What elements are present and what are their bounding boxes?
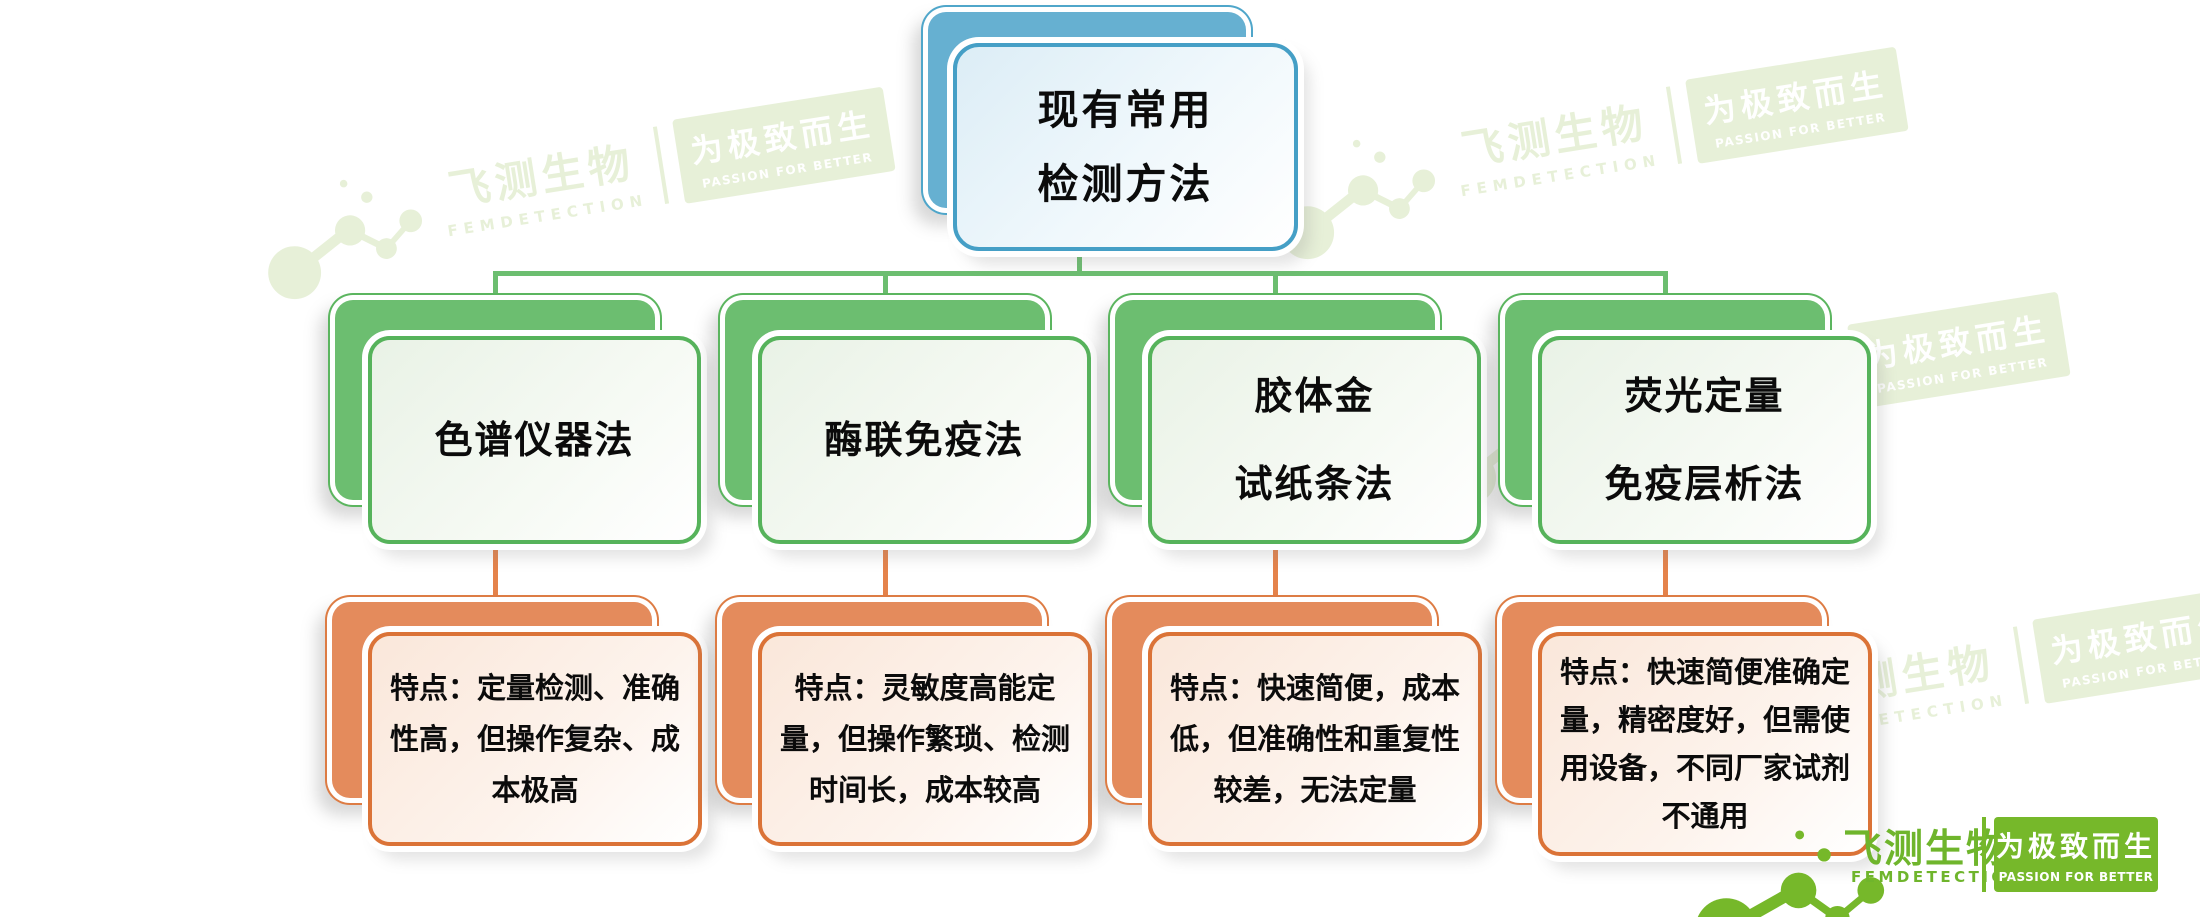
watermark-slogan-box: 为极致而生 PASSION FOR BETTER bbox=[1684, 46, 1909, 164]
method-label: 胶体金 试纸条法 bbox=[1234, 374, 1395, 506]
diagram-title: 现有常用 检测方法 bbox=[1037, 86, 1214, 208]
connector-horizontal-bar bbox=[493, 271, 1668, 276]
method-node-box: 胶体金 试纸条法 bbox=[1148, 336, 1481, 544]
method-node-box: 酶联免疫法 bbox=[758, 336, 1091, 544]
connector-feature-4 bbox=[1663, 537, 1668, 605]
connector-feature-3 bbox=[1273, 537, 1278, 605]
watermark-divider bbox=[652, 125, 669, 204]
feature-text: 特点：灵敏度高能定量，但操作繁琐、检测时间长，成本较高 bbox=[779, 670, 1070, 807]
feature-node-box: 特点：快速简便，成本低，但准确性和重复性较差，无法定量 bbox=[1148, 632, 1482, 846]
feature-node-box: 特点：快速简便准确定量，精密度好，但需使用设备，不同厂家试剂不通用 bbox=[1538, 632, 1872, 856]
feature-text: 特点：定量检测、准确性高，但操作复杂、成本极高 bbox=[389, 670, 680, 807]
watermark-slogan-box: 为极致而生 PASSION FOR BETTER bbox=[2031, 586, 2200, 704]
method-label: 荧光定量 免疫层析法 bbox=[1604, 374, 1805, 506]
method-node-box: 荧光定量 免疫层析法 bbox=[1538, 336, 1871, 544]
molecule-icon bbox=[1697, 830, 1885, 917]
connector-drop-3 bbox=[1273, 271, 1278, 303]
watermark-divider bbox=[1665, 85, 1682, 164]
brand-slogan-en: PASSION FOR BETTER bbox=[1998, 870, 2154, 884]
method-label: 酶联免疫法 bbox=[824, 418, 1025, 462]
brand-divider bbox=[1982, 817, 1986, 892]
feature-node-box: 特点：定量检测、准确性高，但操作复杂、成本极高 bbox=[368, 632, 702, 846]
watermark-brand-name: 飞测生物 FEMDETECTION bbox=[1449, 87, 1662, 200]
connector-drop-4 bbox=[1663, 271, 1668, 303]
brand-name-cn: 飞测生物 bbox=[1843, 827, 2008, 872]
molecule-icon bbox=[268, 179, 423, 300]
brand-slogan-cn: 为极致而生 bbox=[1995, 830, 2156, 863]
connector-title-stem bbox=[1077, 240, 1082, 276]
feature-text: 特点：快速简便，成本低，但准确性和重复性较差，无法定量 bbox=[1169, 670, 1460, 807]
connector-feature-1 bbox=[493, 537, 498, 605]
watermark-divider bbox=[2012, 625, 2029, 704]
feature-text: 特点：快速简便准确定量，精密度好，但需使用设备，不同厂家试剂不通用 bbox=[1559, 655, 1850, 833]
brand-watermark: 飞测生物 FEMDETECTION 为极致而生 PASSION FOR BETT… bbox=[246, 46, 902, 311]
title-node-box: 现有常用 检测方法 bbox=[953, 43, 1298, 251]
method-label: 色谱仪器法 bbox=[434, 418, 635, 462]
watermark-slogan-box: 为极致而生 PASSION FOR BETTER bbox=[1846, 291, 2071, 409]
watermark-slogan-box: 为极致而生 PASSION FOR BETTER bbox=[671, 86, 896, 204]
method-node-box: 色谱仪器法 bbox=[368, 336, 701, 544]
watermark-brand-name: 飞测生物 FEMDETECTION bbox=[436, 127, 649, 240]
feature-node-box: 特点：灵敏度高能定量，但操作繁琐、检测时间长，成本较高 bbox=[758, 632, 1092, 846]
brand-watermark: 飞测生物 FEMDETECTION 为极致而生 PASSION FOR BETT… bbox=[1259, 6, 1915, 271]
connector-feature-2 bbox=[883, 537, 888, 605]
brand-name-en: FEMDETECTION bbox=[1851, 868, 2024, 886]
connector-drop-1 bbox=[493, 271, 498, 303]
connector-drop-2 bbox=[883, 271, 888, 303]
brand-slogan-box: 为极致而生 PASSION FOR BETTER bbox=[1994, 817, 2158, 892]
